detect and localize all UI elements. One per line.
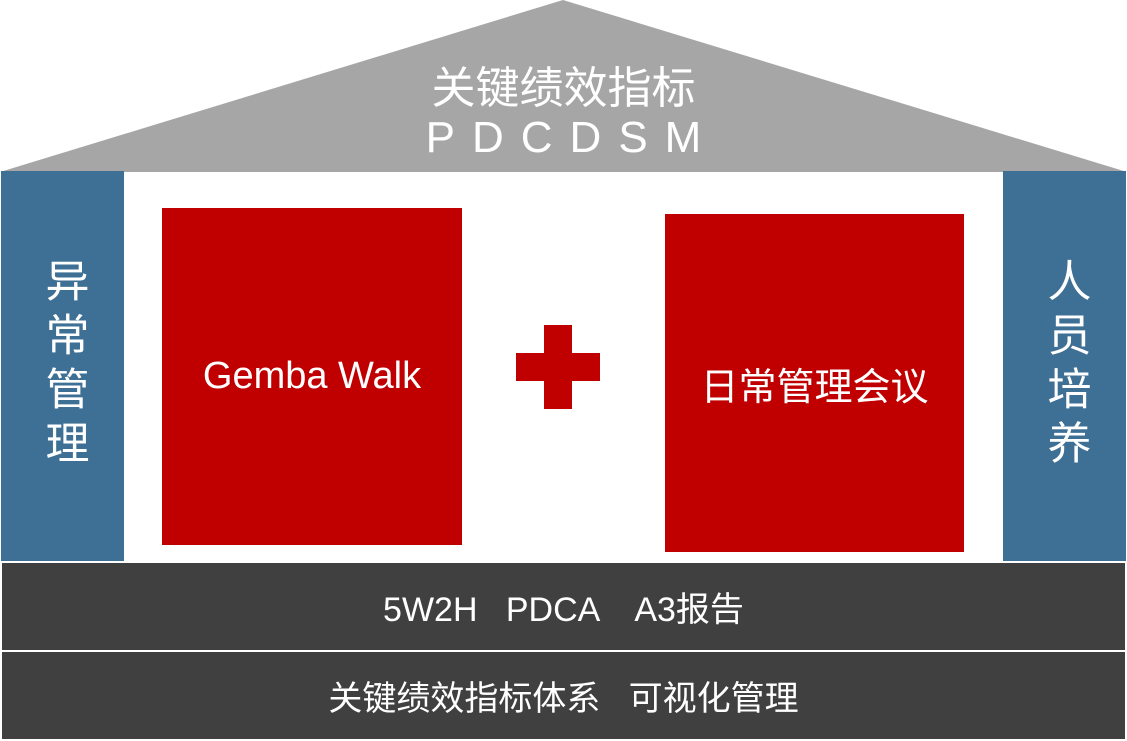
foundation-kpi-system: 关键绩效指标体系 可视化管理 <box>2 652 1125 739</box>
roof <box>0 0 1127 172</box>
foundation-tools: 5W2H PDCA A3报告 <box>2 563 1125 650</box>
left-pillar: 异常管理 <box>1 171 124 561</box>
roof-title: 关键绩效指标 <box>431 64 696 113</box>
daily-meeting-box: 日常管理会议 <box>665 214 964 552</box>
plus-icon-vertical <box>544 325 572 409</box>
roof-subtitle: PDCDSM <box>425 113 719 162</box>
gemba-walk-box: Gemba Walk <box>162 208 462 545</box>
right-pillar: 人员培养 <box>1003 171 1126 561</box>
